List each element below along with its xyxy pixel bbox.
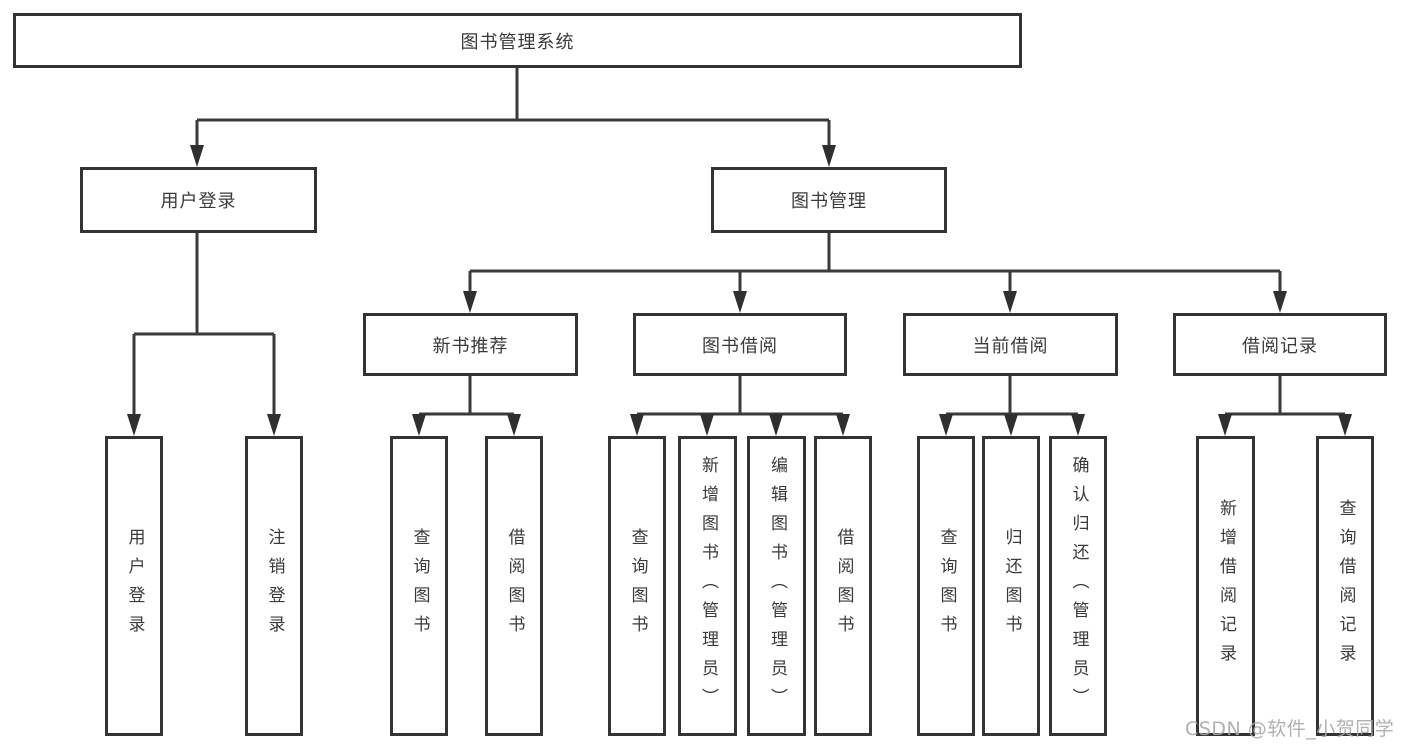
node-cb-return-book: 归还图书 [982,436,1040,736]
node-new-book-recommend: 新书推荐 [363,313,578,376]
node-cb-query-book: 查询图书 [917,436,975,736]
node-root-system: 图书管理系统 [13,13,1022,68]
node-book-management: 图书管理 [711,167,947,233]
node-borrow-record: 借阅记录 [1173,313,1387,376]
node-br-query-record: 查询借阅记录 [1316,436,1374,736]
node-book-borrow: 图书借阅 [633,313,847,376]
node-bb-borrow-book: 借阅图书 [814,436,872,736]
node-nr-query-book: 查询图书 [390,436,448,736]
node-cb-confirm-return-admin: 确认归还（管理员） [1049,436,1107,736]
arrowheads [127,145,1352,436]
csdn-watermark: CSDN @软件_小贺同学 [1185,718,1395,740]
node-nr-borrow-book: 借阅图书 [485,436,543,736]
node-user-login-branch: 用户登录 [80,167,317,233]
node-logout: 注销登录 [245,436,303,736]
node-bb-edit-book-admin: 编辑图书（管理员） [747,436,806,736]
node-current-borrow: 当前借阅 [903,313,1118,376]
node-br-add-record: 新增借阅记录 [1196,436,1255,736]
node-login: 用户登录 [105,436,163,736]
node-bb-query-book: 查询图书 [608,436,666,736]
node-bb-add-book-admin: 新增图书（管理员） [678,436,737,736]
